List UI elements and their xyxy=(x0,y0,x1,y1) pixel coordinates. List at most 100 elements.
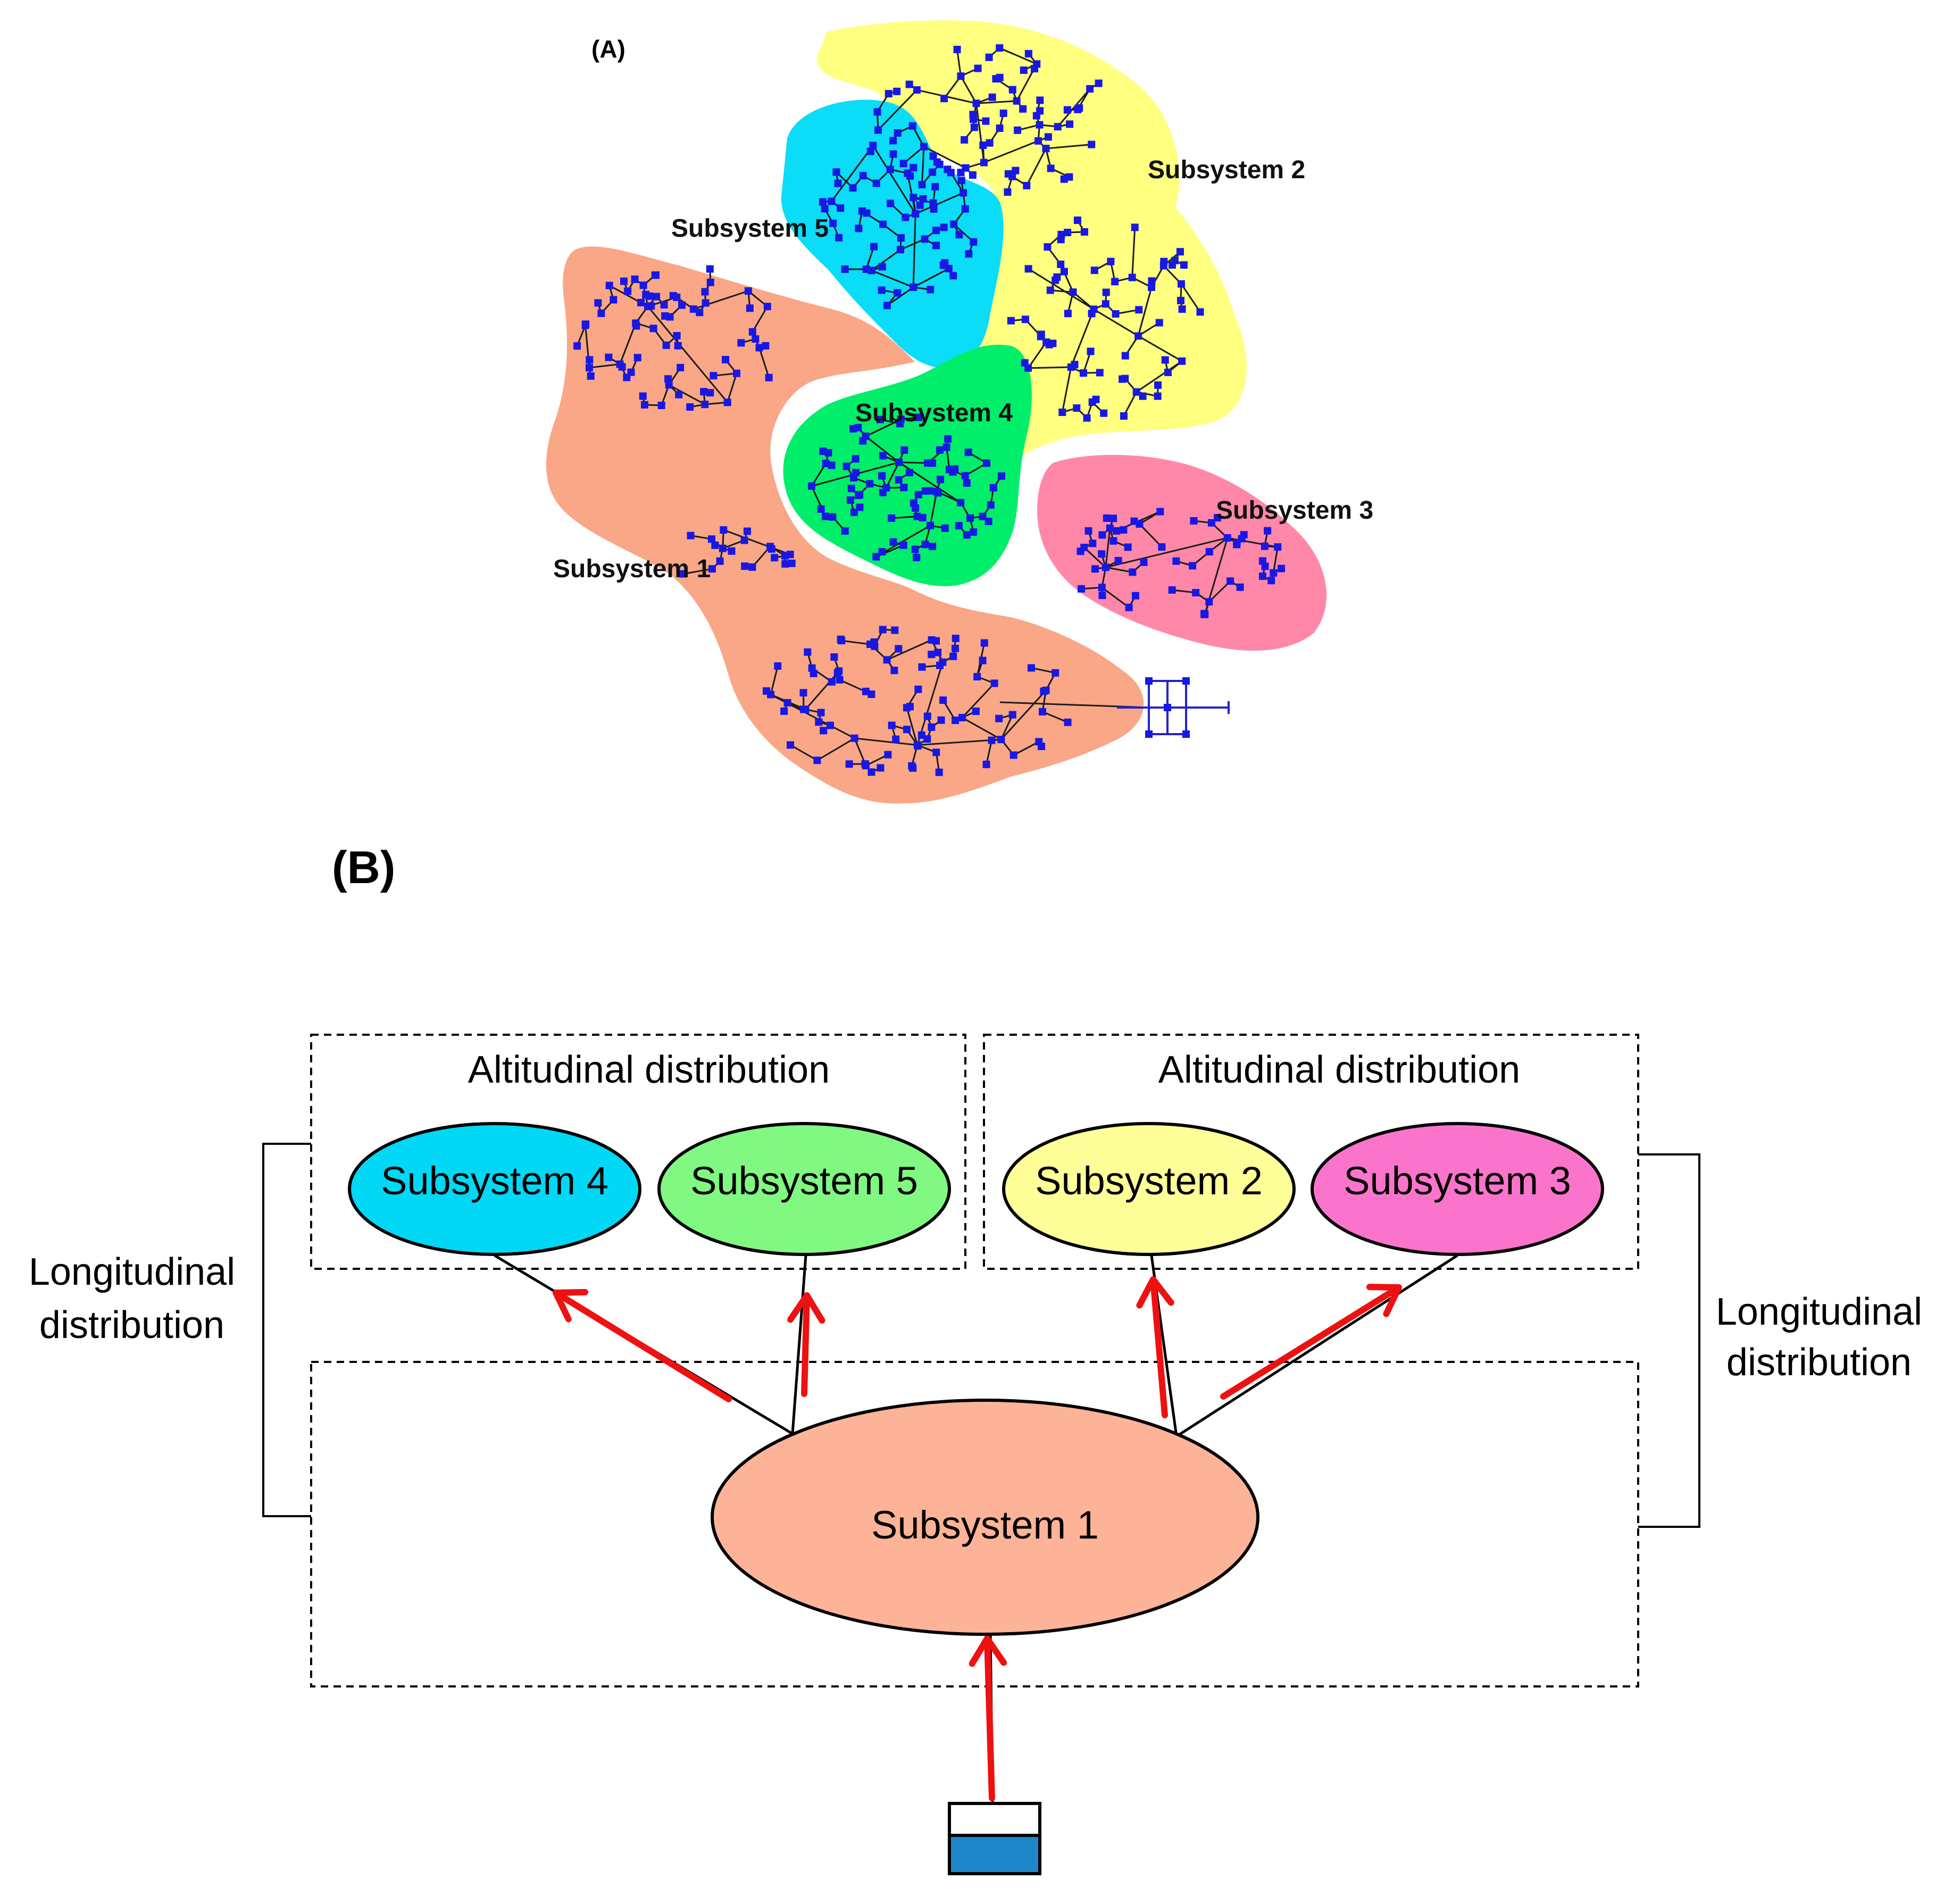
pipe-node xyxy=(1008,86,1016,94)
node-subsystem-1[interactable]: Subsystem 1 xyxy=(711,1399,1259,1636)
pipe-node xyxy=(849,425,857,433)
node-subsystem-4-label: Subsystem 4 xyxy=(381,1159,608,1203)
node-subsystem-4[interactable]: Subsystem 4 xyxy=(348,1122,641,1256)
pipe-node xyxy=(1021,315,1029,323)
pipe-node xyxy=(720,526,728,534)
pipe-node xyxy=(1161,356,1169,364)
pipe-node xyxy=(1064,229,1072,237)
node-subsystem-1-shape[interactable] xyxy=(711,1399,1259,1636)
pipe-node xyxy=(941,524,949,532)
pipe-node xyxy=(879,452,887,460)
pipe-node xyxy=(870,638,878,646)
pipe-node xyxy=(879,488,887,496)
pipe-node xyxy=(1131,223,1139,231)
pipe-node xyxy=(895,459,903,467)
pipe-node xyxy=(935,768,943,776)
pipe-edge xyxy=(865,246,875,270)
pipe-edge xyxy=(885,462,900,488)
pipe-node xyxy=(905,469,913,477)
pipe-node xyxy=(679,570,687,578)
pipe-node xyxy=(701,401,709,409)
pipe-node xyxy=(929,168,937,176)
node-subsystem-2-shape[interactable] xyxy=(1002,1122,1296,1256)
node-subsystem-4-shape[interactable] xyxy=(348,1122,641,1256)
pipe-node xyxy=(893,87,901,95)
pipe-node xyxy=(859,437,867,445)
pipe-node xyxy=(852,455,860,463)
pipe-edge xyxy=(1105,567,1133,573)
pipe-node xyxy=(912,504,920,512)
node-subsystem-5-shape[interactable] xyxy=(657,1122,951,1256)
pipe-node xyxy=(933,158,941,166)
node-subsystem-2[interactable]: Subsystem 2 xyxy=(1002,1122,1296,1256)
pipe-node xyxy=(1098,531,1106,539)
pipe-node xyxy=(870,243,878,251)
pipe-edge xyxy=(1046,144,1092,149)
node-subsystem-5[interactable]: Subsystem 5 xyxy=(657,1122,951,1256)
pipe-node xyxy=(1132,388,1140,396)
pipe-node xyxy=(1148,277,1156,285)
pipe-node xyxy=(1024,265,1032,273)
pipe-node xyxy=(1037,742,1045,750)
pipe-node xyxy=(1139,392,1147,400)
pipe-node xyxy=(1156,508,1164,516)
pipe-node xyxy=(645,292,653,300)
node-subsystem-3-shape[interactable] xyxy=(1311,1122,1604,1256)
pipe-node xyxy=(1019,105,1027,113)
pipe-node xyxy=(995,714,1003,722)
pipe-node xyxy=(637,298,645,306)
pipe-edge xyxy=(1272,546,1279,573)
pipe-node xyxy=(813,756,821,764)
pipe-edge xyxy=(1139,523,1163,548)
pipe-node xyxy=(586,356,594,364)
pipe-edge xyxy=(1172,589,1196,594)
pipe-edge xyxy=(1028,268,1095,310)
pipe-node xyxy=(1057,260,1065,268)
pipe-node xyxy=(876,415,884,423)
pipe-node xyxy=(878,286,886,294)
pipe-node xyxy=(920,143,928,151)
pipe-node xyxy=(918,663,926,671)
pipe-node xyxy=(799,689,807,697)
pipe-node xyxy=(896,420,904,428)
pipe-node xyxy=(1119,375,1127,383)
pipe-node xyxy=(1034,137,1042,145)
altitudinal-group-right xyxy=(983,1034,1639,1270)
pipe-node xyxy=(927,286,935,294)
pipe-edge xyxy=(912,213,916,287)
node-subsystem-3[interactable]: Subsystem 3 xyxy=(1311,1122,1604,1256)
pipe-node xyxy=(780,707,788,715)
pipe-node xyxy=(1007,317,1015,325)
pipe-node xyxy=(701,288,709,296)
pipe-edge xyxy=(1105,528,1111,568)
pipe-node xyxy=(1040,687,1048,695)
pipe-edge xyxy=(1061,367,1072,413)
pipe-node xyxy=(862,687,870,695)
pipe-edge xyxy=(1070,309,1095,368)
pipe-node xyxy=(987,501,995,509)
pipe-node xyxy=(888,721,896,729)
pipe-node xyxy=(781,560,789,568)
pipe-node xyxy=(921,541,929,548)
pipe-node xyxy=(885,90,892,98)
pipe-edge xyxy=(1115,309,1139,315)
pipe-node xyxy=(903,726,911,734)
pipe-edge xyxy=(1025,148,1047,186)
pipe-node xyxy=(1106,524,1114,532)
pipe-node xyxy=(937,476,945,484)
pipe-node xyxy=(847,485,855,493)
pipe-node xyxy=(763,303,771,311)
pipe-node xyxy=(913,553,921,561)
altitudinal-group-left xyxy=(310,1034,966,1270)
pipe-node xyxy=(828,678,836,686)
pipe-node xyxy=(829,513,837,521)
pipe-node xyxy=(664,375,672,383)
panel-b: (B) Altitudinal distribution Altitudinal… xyxy=(29,842,1922,1875)
pipe-edge xyxy=(1042,711,1069,724)
pipe-node xyxy=(675,390,683,398)
pipe-node xyxy=(1088,140,1096,148)
pipe-node xyxy=(952,644,960,652)
region-label-subsystem-3: Subsystem 3 xyxy=(1216,496,1373,525)
pipe-node xyxy=(932,227,940,235)
pipe-node xyxy=(1049,339,1057,347)
